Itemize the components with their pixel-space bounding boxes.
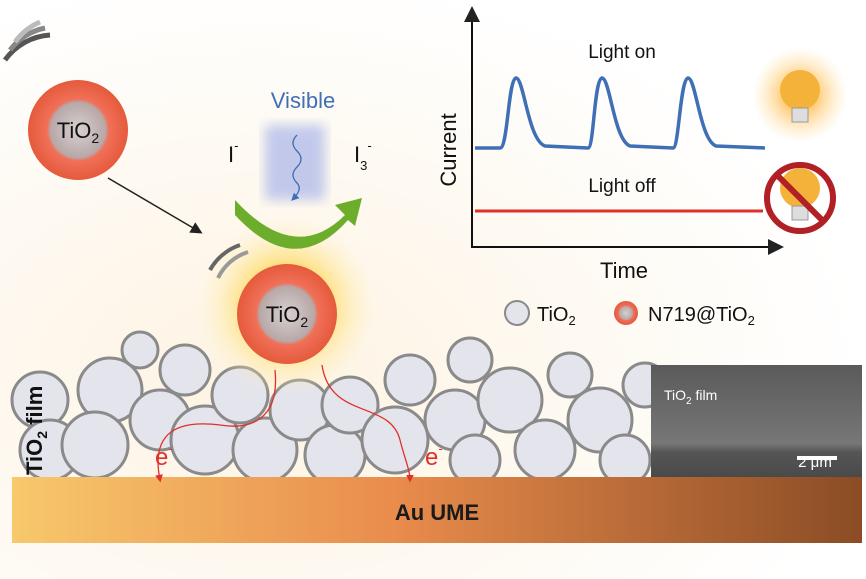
au-electrode [12, 477, 862, 543]
film-label: TiO2 film [22, 386, 50, 475]
iodide-label: I- [228, 138, 238, 167]
legend-swatch-n719 [614, 301, 638, 325]
visible-light-label: Visible [271, 88, 335, 113]
scale-bar [797, 456, 837, 460]
legend-label-tio2: TiO2 [537, 304, 576, 328]
sem-label: TiO2 film [664, 387, 717, 407]
motion-arcs-upper [2, 19, 51, 62]
redox-arrow-icon [235, 198, 362, 249]
ban-icon [764, 162, 836, 234]
electron-label-1: e- [155, 441, 173, 471]
current-chart: Current Time Light on Light off [436, 6, 784, 283]
light-on-label: Light on [588, 42, 656, 63]
light-beam [265, 125, 325, 200]
legend: TiO2 N719@TiO2 [504, 300, 755, 328]
motion-arcs-lower [208, 243, 249, 279]
electron-label-2: e- [425, 441, 443, 471]
electron-paths [155, 364, 414, 483]
y-axis-label: Current [436, 113, 461, 186]
light-on-curve [475, 76, 766, 150]
triiodide-label: I3- [354, 138, 372, 173]
legend-label-n719: N719@TiO2 [648, 304, 755, 328]
n719-tio2-particle-lower: TiO2 [237, 264, 337, 364]
svg-text:TiO2: TiO2 [266, 302, 309, 330]
electrode-label: Au UME [395, 500, 479, 525]
x-axis-label: Time [600, 258, 648, 283]
svg-text:TiO2: TiO2 [57, 118, 100, 146]
n719-tio2-particle-upper: TiO2 [28, 80, 128, 180]
sem-inset: TiO2 film 2 μm [651, 365, 862, 477]
bulb-off-icon [764, 162, 836, 234]
movement-arrow [107, 177, 203, 234]
light-off-label: Light off [588, 176, 656, 197]
legend-swatch-tio2 [504, 300, 530, 326]
bulb-on-icon [752, 47, 848, 143]
photon-wave-icon [291, 134, 302, 201]
